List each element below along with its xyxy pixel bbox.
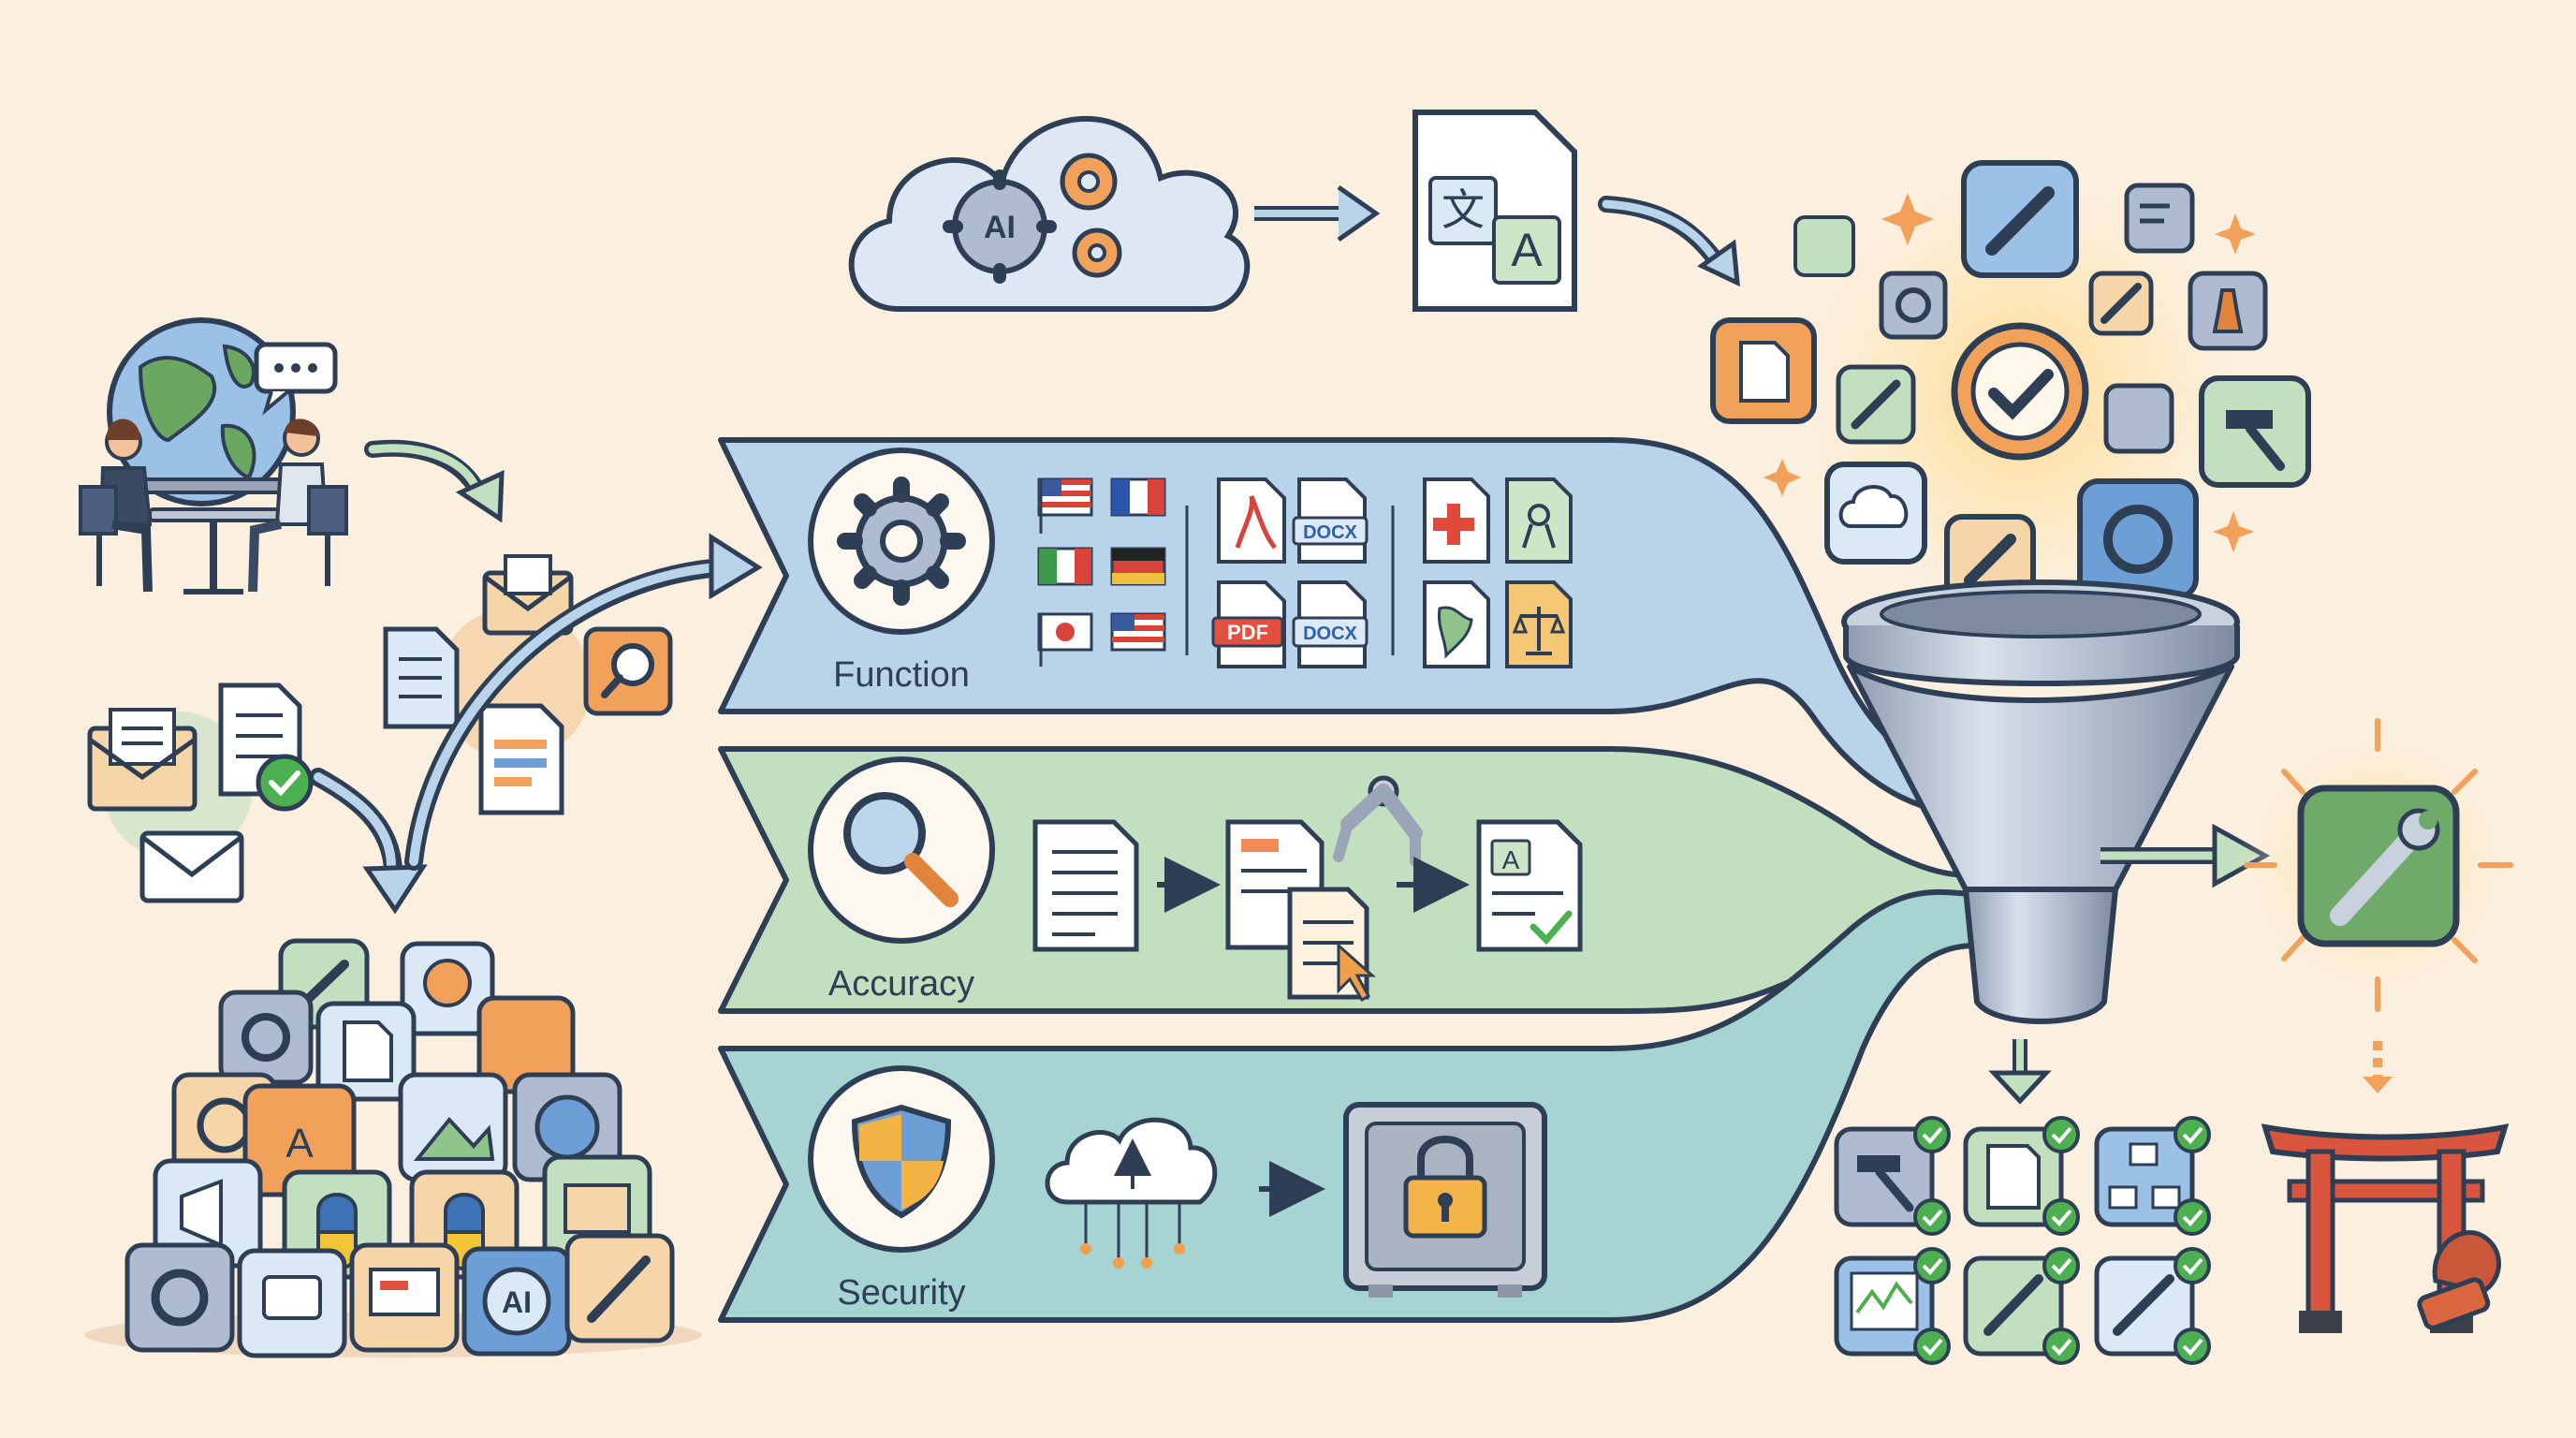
robot-arm-icon [1333,775,1423,867]
weight-icon [2103,383,2174,454]
security-shield-icon [808,1065,995,1253]
sparkle-icon [1764,459,1801,496]
final-tool [2237,718,2518,1012]
tool-cloud [1710,160,2311,606]
check-badge-icon [1913,1116,2211,1365]
funnel-icon [1841,580,2240,1024]
curved-arrow-icon [309,768,428,915]
gear-icon [2077,478,2199,600]
pdf-document-icon [1217,477,1286,564]
curved-arrow-icon [364,439,505,523]
curved-arrow-icon [1598,196,1740,287]
arrow-right-icon [1254,184,1381,242]
people-meeting-icon [79,418,348,594]
flag-jp-icon [1037,612,1093,667]
pile-translate-a: A [285,1121,314,1167]
sparkle-icon [2215,213,2256,255]
lane-label-security: Security [837,1273,965,1313]
docx-tag: DOCX [1303,522,1357,543]
docx-document-icon: DOCX [1292,477,1368,564]
translated-document-icon: 文 A [1412,110,1577,312]
image-icon [1793,215,1855,277]
edit-list-icon [2124,183,2195,254]
envelope-icon [87,708,198,812]
gear-tile-icon [124,1242,235,1353]
flag-us-icon [1110,612,1166,652]
flag-fr-icon [1110,477,1166,517]
pile-ai-label: AI [502,1285,532,1319]
pdf-document-icon: PDF [1211,580,1286,668]
app-pile: A AI [124,938,675,1358]
ai-cloud-icon: AI [848,116,1251,312]
lane-security [718,888,1978,1323]
function-gear-icon [808,448,995,635]
source-glyph: 文 [1442,184,1485,235]
document-icon [383,626,460,729]
review-document-icon [1225,819,1376,1003]
docx-document-icon: DOCX [1292,580,1368,668]
curved-arrow-icon [404,533,763,871]
source-document-icon [1032,819,1139,952]
document-checked-icon [218,682,314,812]
medical-document-icon [1423,477,1490,564]
lane-label-accuracy: Accuracy [828,964,974,1004]
flag-de-icon [1110,547,1166,586]
cloud-ai-label: AI [984,210,1016,245]
spreadsheet-document-icon [478,703,564,815]
hanko-stamp-icon [2417,1230,2501,1330]
engineering-document-icon [1505,477,1573,564]
legal-document-icon [1505,580,1573,668]
flag-us-icon [1037,477,1093,534]
verified-translation-icon: A [1476,819,1583,952]
flag-it-icon [1037,547,1093,586]
lane-label-function: Function [833,655,970,695]
target-glyph: A [1511,224,1543,276]
verified-tools-grid [1834,1116,2211,1365]
accuracy-magnifier-icon [808,756,995,944]
arrow-down-icon [2363,1041,2393,1093]
globe-icon [107,317,296,506]
result-glyph: A [1502,845,1520,874]
sparkle-icon [2213,511,2254,552]
gear-icon [1879,271,1948,340]
envelope-icon [139,830,244,903]
speech-bubble-icon [254,342,338,416]
map-document-icon [1423,580,1490,668]
search-document-icon [583,626,673,716]
cloud-upload-icon [1045,1117,1218,1269]
pdf-tag: PDF [1227,621,1268,644]
arrow-down-icon [1988,1039,2052,1105]
docx-tag: DOCX [1303,624,1357,644]
gear-tile-icon [218,990,314,1085]
safe-lock-icon [1343,1102,1547,1298]
envelope-icon [482,554,574,636]
sparkle-icon [1881,193,1934,245]
